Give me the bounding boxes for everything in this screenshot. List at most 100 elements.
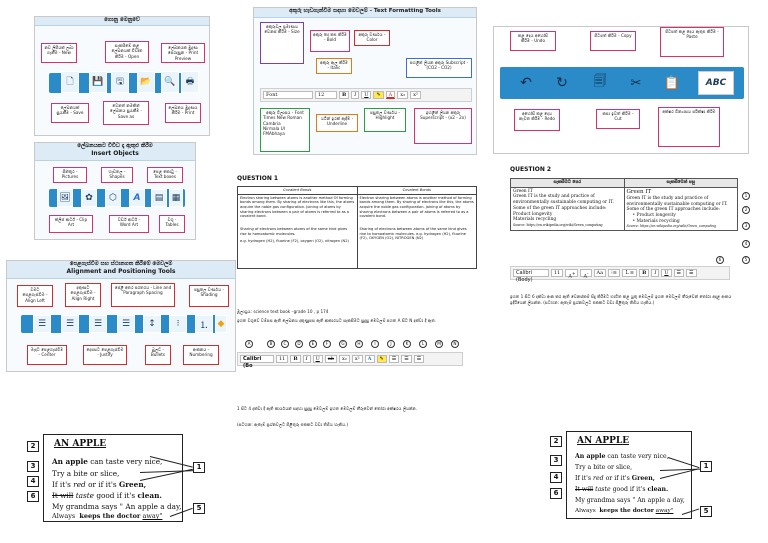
italic-label: අකුරු ඇල කිරීම - Italic (316, 58, 352, 74)
redo-icon[interactable]: ↻ (556, 75, 568, 91)
save-icon[interactable]: 💾 (89, 71, 107, 93)
spacing-label: පේළි අතර පරතරය - Line and Paragraph Spac… (111, 283, 175, 307)
q1-italic-button[interactable]: I (302, 355, 311, 363)
highlight-icon[interactable]: ✎ (373, 91, 384, 99)
line-spacing-icon[interactable]: ↕ (143, 315, 161, 333)
q1-subscript-icon[interactable]: x₂ (339, 355, 350, 363)
q2-instruction: ඉහත 1 සිට 6 දක්වා අංක කර ඇති වෙනස්කම් සි… (510, 294, 732, 305)
print-preview-icon[interactable]: 🔍 (161, 71, 179, 93)
cut-icon[interactable]: ✂ (630, 75, 642, 91)
q2-align-left-icon[interactable]: ☰ (673, 269, 685, 277)
q1-text-effects-icon[interactable]: A (364, 355, 375, 363)
bold-button[interactable]: B (339, 91, 350, 99)
q2-right-source: Source: https://en.wikipedia.org/wiki/Gr… (626, 224, 717, 229)
q2-font-dropdown[interactable]: Calibri (Body) (513, 269, 549, 283)
italic-button[interactable]: I (351, 91, 360, 99)
q2-left-item1: Product longevity (513, 211, 553, 217)
q2-right-body: Green IT is the study and practice of en… (626, 195, 728, 207)
q1-size-dropdown[interactable]: 11 (276, 355, 289, 363)
apple-left-num-1: 1 (193, 462, 205, 473)
text-panel-title: අකුරු හැඩගැන්වීම සඳහා මෙවලම් - Text Form… (254, 8, 476, 18)
numbering-icon[interactable]: ⒈ (195, 315, 213, 333)
q2-bullets-icon[interactable]: ⁝≡ (608, 269, 620, 277)
undo-icon[interactable]: ↶ (520, 75, 532, 91)
apple-left-num-6: 6 (27, 491, 39, 502)
superscript-icon[interactable]: x² (410, 91, 421, 99)
table-icon[interactable]: ▦ (169, 189, 183, 207)
font-color-button[interactable]: A (385, 91, 396, 99)
apple-right-line5: My grandma says " An apple a day, (575, 497, 685, 504)
size-dropdown[interactable]: 12 (315, 91, 337, 99)
file-menu-panel: ගොනු මෙනුවේ නව ලිපියක් ලබා ගැනීම - New ස… (34, 16, 210, 136)
q2-numbering-icon[interactable]: ⒈≡ (621, 269, 638, 277)
font-dropdown[interactable]: Font (263, 91, 313, 99)
cut-label: කපා ඉවත් කිරීම - Cut (596, 109, 640, 129)
word-art-icon[interactable]: A (129, 189, 145, 207)
q2-shrink-font-icon[interactable]: A- (580, 269, 592, 280)
q1-left-para2: Sharing of electrons between atoms of th… (240, 227, 348, 236)
q1-font-dropdown[interactable]: Calibri (Bo (240, 355, 274, 369)
subscript-icon[interactable]: x₂ (397, 91, 409, 99)
apple-left-num-3: 3 (27, 461, 39, 472)
q2-underline-button[interactable]: U (661, 269, 672, 277)
bullets-icon[interactable]: ⁝ (169, 315, 187, 333)
save-as-icon[interactable]: 🖫 (111, 71, 129, 93)
q1-letter-h: H (355, 340, 363, 348)
shading-icon[interactable]: ◆ (215, 315, 227, 333)
q2-size-dropdown[interactable]: 11 (551, 269, 564, 277)
paste-icon[interactable]: 📋 (663, 75, 681, 91)
q2-align-center-icon[interactable]: ☰ (686, 269, 697, 277)
apple-left-line3-green: Green, (118, 480, 147, 489)
align-center-icon[interactable]: ☰ (61, 315, 79, 333)
apple-poem-left: AN APPLE An apple can taste very nice, T… (43, 434, 183, 522)
align-title-en: Alignment and Positioning Tools (66, 268, 176, 275)
align-panel-title: පෙළගැස්වීම සහ ස්ථානගත කිරීමේ මෙවලම් Alig… (7, 261, 235, 279)
spelling-icon[interactable]: ABC (698, 71, 734, 95)
q2-bold-button[interactable]: B (639, 269, 650, 277)
apple-left-line5: My grandma says " An apple a day, (52, 502, 182, 511)
text-box-icon[interactable]: ▤ (151, 189, 167, 207)
copy-icon[interactable]: 🗐 (593, 74, 607, 89)
q1-superscript-icon[interactable]: x² (351, 355, 363, 363)
q1-highlight-icon[interactable]: ✎ (376, 355, 387, 363)
q1-strikethrough-icon[interactable]: ab (324, 355, 337, 363)
font-label-title: අකුරු විලාසය - Font (266, 110, 304, 115)
align-left-icon[interactable]: ☰ (33, 315, 51, 333)
apple-left-line6: Always keeps the doctor away" (52, 512, 162, 520)
q1-align-left-icon[interactable]: ☰ (388, 355, 400, 363)
open-folder-icon[interactable]: 📂 (137, 71, 155, 93)
new-file-icon[interactable]: 🗋 (61, 71, 79, 93)
justify-icon[interactable]: ☰ (117, 315, 135, 333)
q2-change-case-icon[interactable]: Aa (593, 269, 607, 277)
shapes-icon[interactable]: ⬡ (105, 189, 121, 207)
q1-bold-button[interactable]: B (290, 355, 301, 363)
underline-button[interactable]: U (361, 91, 372, 99)
q1-align-center-icon[interactable]: ☰ (401, 355, 412, 363)
q1-letter-b: B (267, 340, 275, 348)
apple-right-line4-c: good if it's (612, 486, 646, 493)
q1-header-left: Covalent Bonds (237, 186, 358, 195)
shading-label: පසුතල වර්ණය - Shading (189, 285, 229, 307)
q1-underline-button[interactable]: U (312, 355, 323, 363)
clip-art-icon[interactable]: ✿ (81, 189, 97, 207)
q2-mark-3: 3 (742, 222, 750, 230)
q2-italic-button[interactable]: I (651, 269, 660, 277)
q1-justify-icon[interactable]: ☰ (413, 355, 425, 363)
apple-right-line3-c: or if it's (605, 475, 630, 482)
picture-icon[interactable]: 🖼 (57, 189, 73, 207)
q2-mark-5: 5 (742, 256, 750, 264)
q2-right-title: Green IT (626, 188, 652, 195)
q2-mark-2: 2 (742, 206, 750, 214)
align-right-icon[interactable]: ☰ (89, 315, 107, 333)
paste-label: පිටපත් කළ දෙය ඇතුළු කිරීම - Paste (660, 27, 724, 57)
apple-right-num-4: 4 (550, 472, 562, 483)
q1-letter-d: D (295, 340, 303, 348)
apple-right-line6: Always keeps the doctor away" (575, 508, 673, 514)
q1-letter-g: G (339, 340, 347, 348)
q2-grow-font-icon[interactable]: A+ (565, 269, 579, 280)
color-label: අකුරු වර්ණය - Color (354, 30, 390, 46)
apple-right-num-3: 3 (550, 455, 562, 466)
print-icon[interactable]: 🖶 (181, 71, 199, 93)
q1-letter-k: K (403, 340, 411, 348)
q2-right-body2: Some of the green IT approaches include: (626, 207, 720, 213)
